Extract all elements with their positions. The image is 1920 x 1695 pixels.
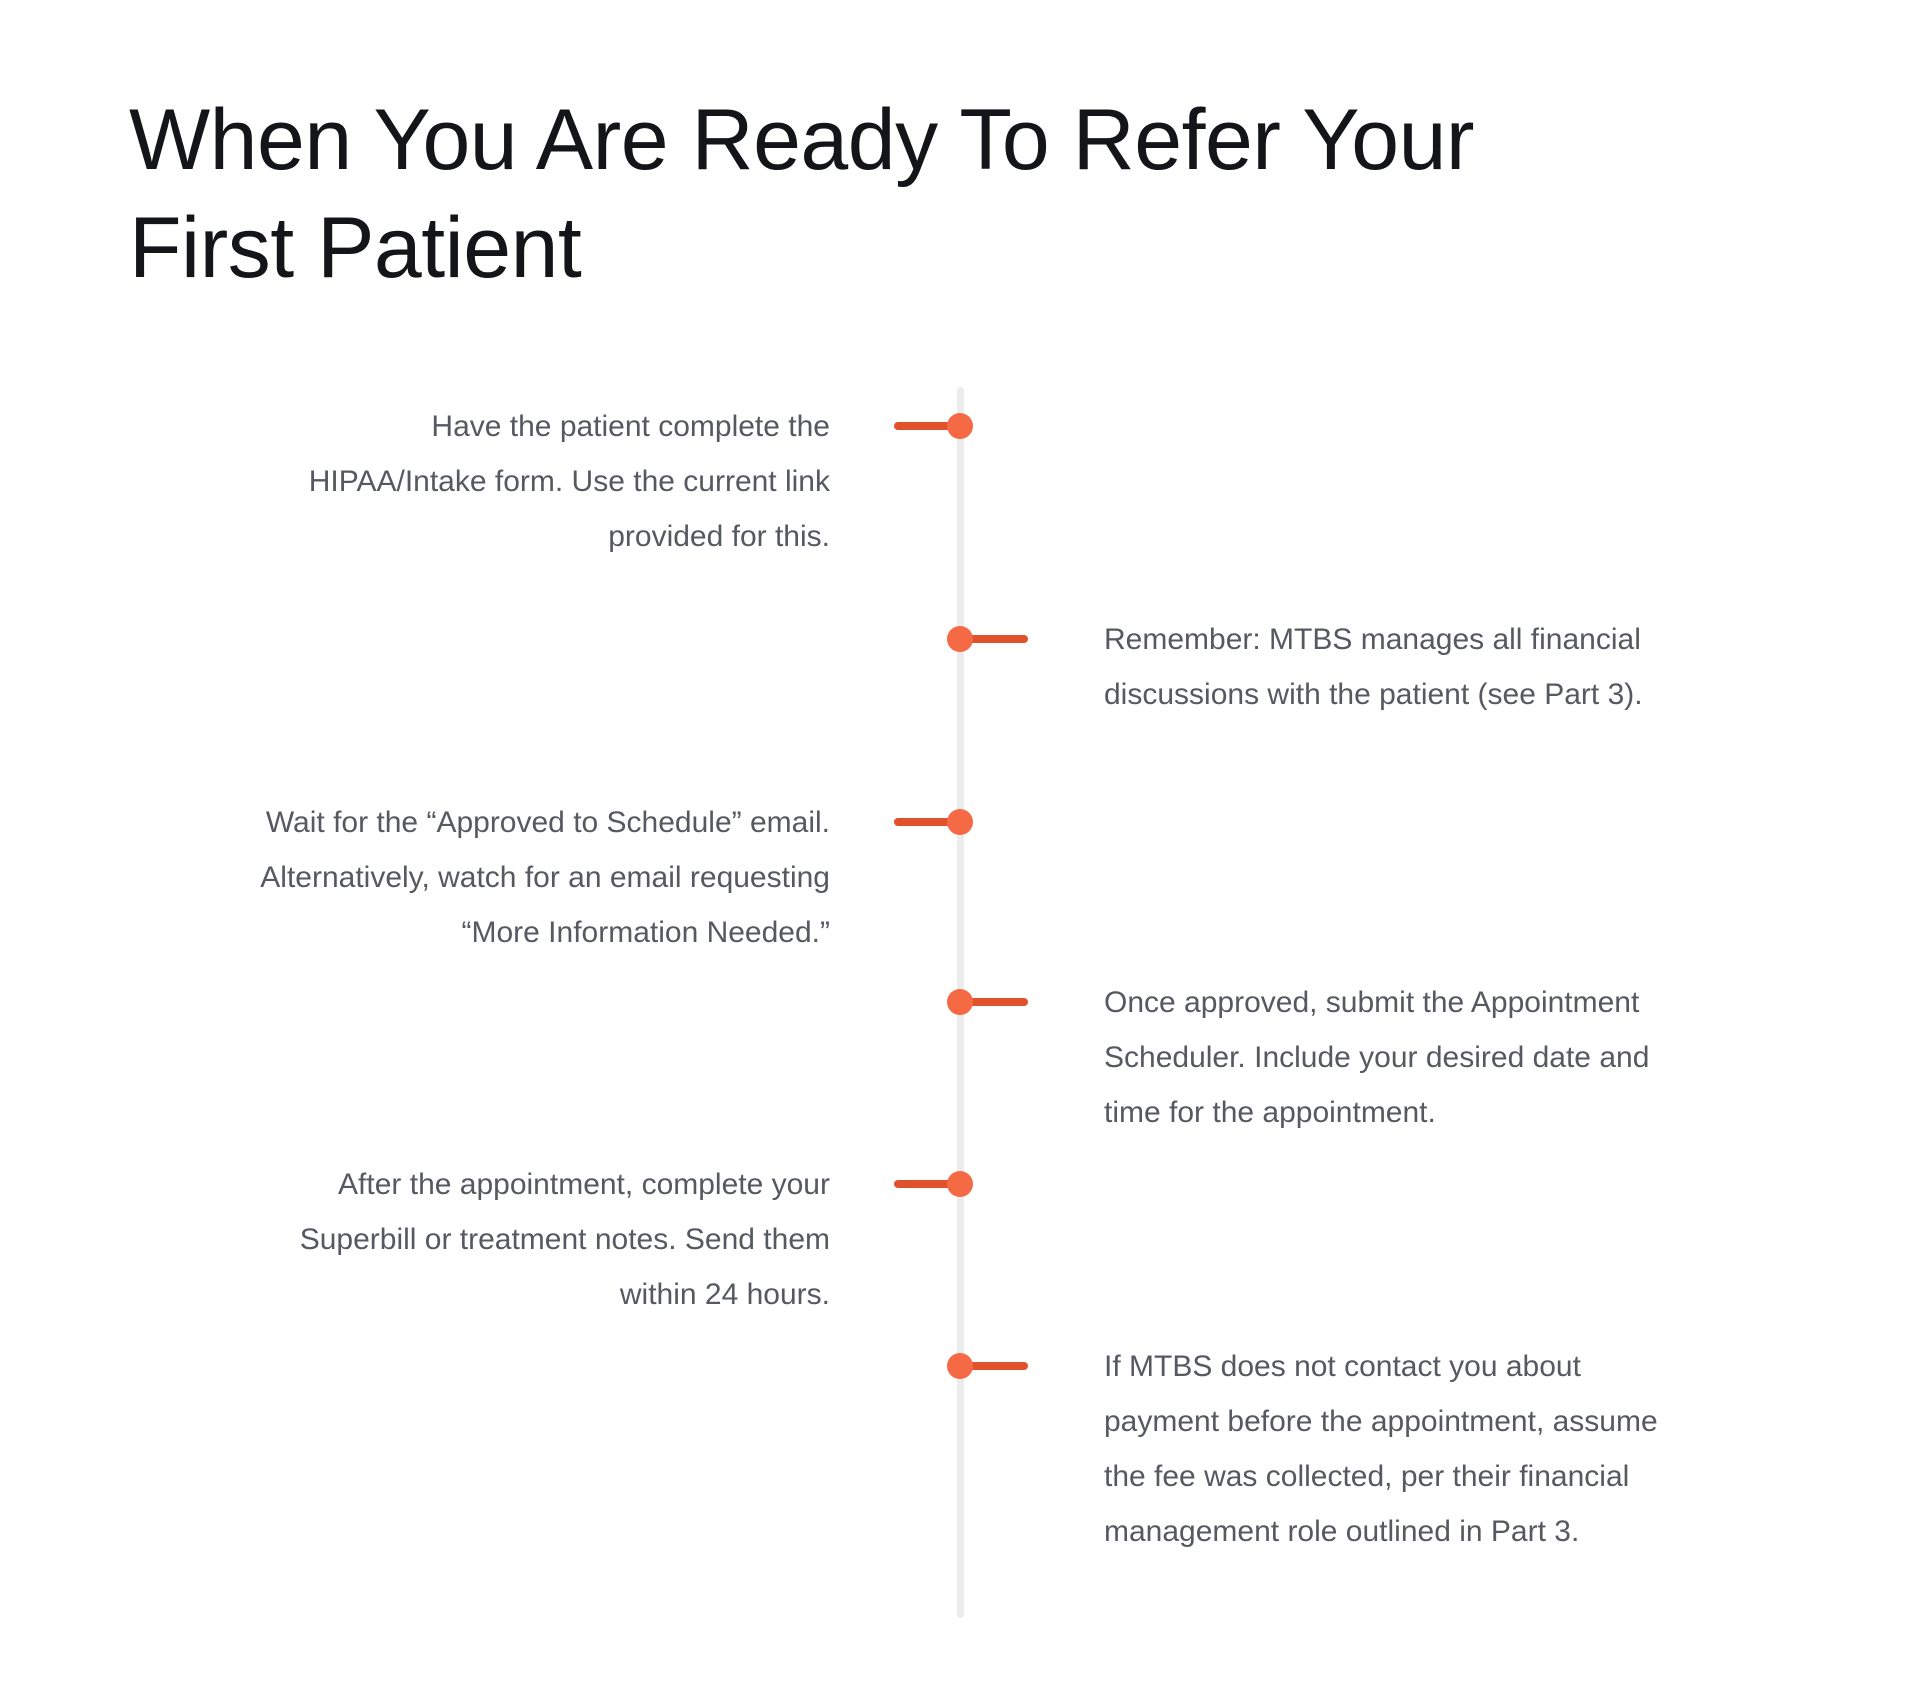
timeline-connector — [894, 818, 960, 826]
timeline-dot — [947, 809, 973, 835]
timeline-dot — [947, 989, 973, 1015]
page-title: When You Are Ready To Refer Your First P… — [129, 92, 1475, 296]
timeline-step-text: Have the patient complete the HIPAA/Inta… — [308, 409, 830, 553]
timeline-connector — [960, 998, 1028, 1006]
timeline-connector — [960, 1362, 1028, 1370]
timeline-step-text: After the appointment, complete your Sup… — [299, 1167, 830, 1311]
timeline-connector — [960, 635, 1028, 643]
timeline-connector — [894, 1180, 960, 1188]
timeline-dot — [947, 413, 973, 439]
timeline-connector — [894, 422, 960, 430]
timeline-dot — [947, 1353, 973, 1379]
timeline-step-text: Once approved, submit the Appointment Sc… — [1104, 985, 1650, 1129]
timeline-dot — [947, 626, 973, 652]
timeline-dot — [947, 1171, 973, 1197]
timeline-step-text: If MTBS does not contact you about payme… — [1104, 1349, 1658, 1548]
timeline-step-text: Wait for the “Approved to Schedule” emai… — [260, 805, 830, 949]
timeline-step-text: Remember: MTBS manages all financial dis… — [1104, 622, 1643, 711]
